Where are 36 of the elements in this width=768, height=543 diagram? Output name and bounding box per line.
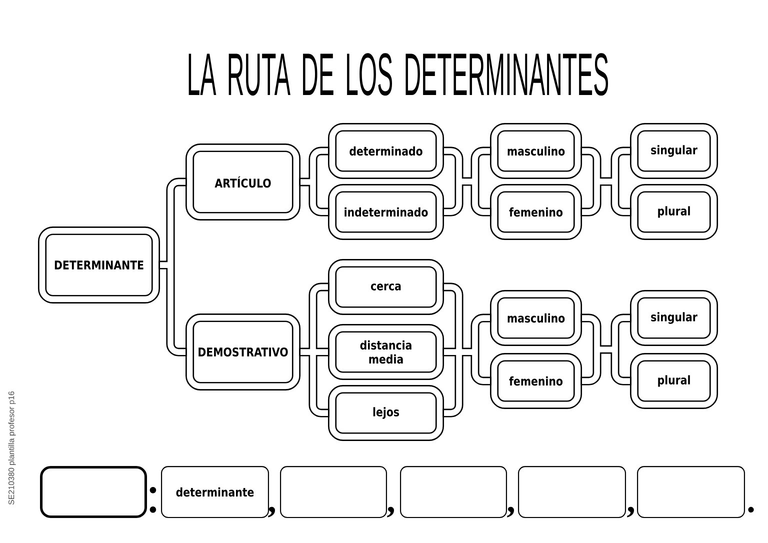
road-connector (580, 314, 632, 386)
road-connector (580, 146, 632, 216)
road-connector (158, 178, 187, 356)
answer-box (518, 466, 626, 518)
answer-box: determinante (161, 466, 269, 518)
comma-mark: , (507, 506, 514, 518)
concept-box: indeterminado (328, 184, 444, 240)
colon-mark: : (150, 486, 156, 513)
concept-box: masculino (490, 123, 582, 179)
answer-box (280, 466, 387, 518)
road-connector (442, 282, 492, 418)
answer-box (637, 466, 745, 518)
concept-box: plural (630, 353, 718, 409)
comma-mark: , (387, 506, 394, 518)
concept-box: femenino (490, 184, 582, 240)
comma-mark: , (268, 506, 275, 518)
concept-box: femenino (490, 353, 582, 409)
concept-box: plural (630, 184, 718, 240)
concept-box: distancia media (328, 324, 444, 380)
concept-box: DETERMINANTE (38, 226, 160, 304)
title: LA RUTA DE LOS DETERMINANTES (188, 53, 608, 96)
concept-box: singular (630, 290, 718, 346)
concept-box: singular (630, 123, 718, 179)
concept-box: ARTÍCULO (186, 144, 300, 220)
concept-box: determinado (328, 123, 444, 179)
road-connector (299, 146, 330, 216)
road-connector (442, 146, 492, 216)
page-code: SE210380 plantilla profesor p16 (8, 391, 16, 505)
concept-box: DEMOSTRATIVO (186, 314, 300, 390)
answer-box (400, 466, 507, 518)
comma-mark: , (627, 506, 634, 518)
concept-box: lejos (328, 385, 444, 441)
concept-box: cerca (328, 259, 444, 315)
road-connector (299, 282, 330, 418)
concept-box: masculino (490, 290, 582, 346)
answer-box (40, 466, 147, 518)
